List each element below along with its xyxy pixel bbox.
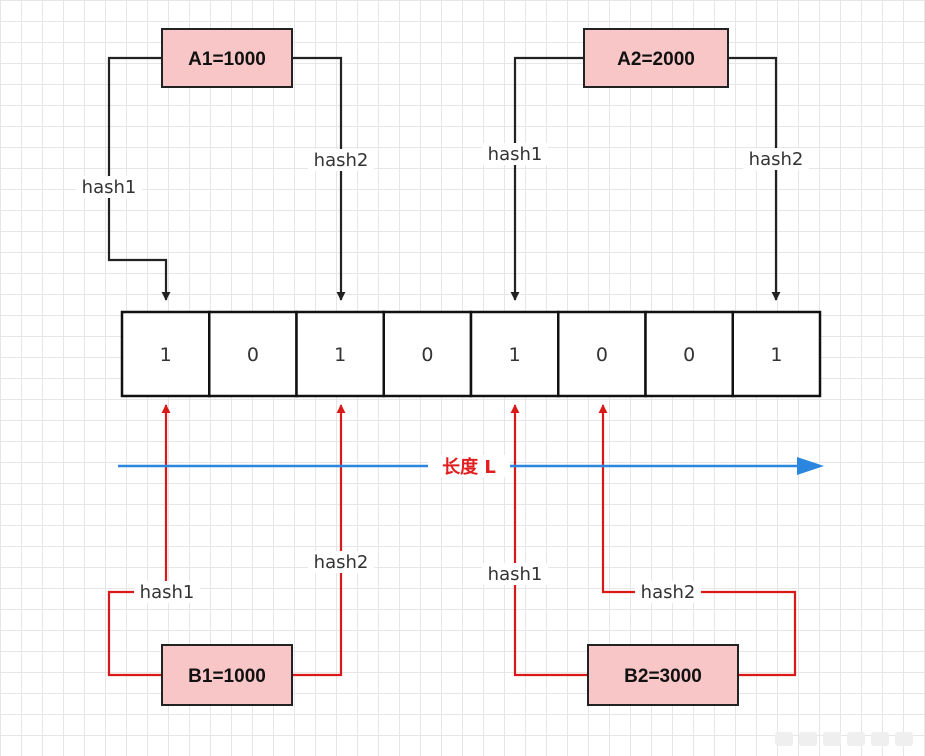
- bit-value: 0: [247, 344, 259, 366]
- b2-hash1-connector: [510, 404, 588, 677]
- key-a2: A2=2000: [583, 28, 729, 88]
- bit-cell: 0: [208, 310, 298, 398]
- key-a1: A1=1000: [161, 28, 293, 88]
- bit-cell: 1: [295, 310, 385, 398]
- b1-hash1-label: hash1: [140, 582, 195, 603]
- b2-hash2-connector: [598, 404, 797, 677]
- key-b2-label: B2=3000: [624, 666, 702, 687]
- bit-value: 0: [421, 344, 433, 366]
- b2-hash1-label: hash1: [488, 564, 543, 585]
- b1-hash1-connector: [107, 404, 171, 677]
- bit-value: 1: [334, 344, 346, 366]
- b1-hash2-label: hash2: [314, 552, 369, 573]
- length-label-bg: [428, 455, 510, 477]
- bit-cell: 0: [382, 310, 473, 398]
- bit-value: 0: [596, 344, 608, 366]
- key-b1-label: B1=1000: [188, 666, 266, 687]
- a1-hash2-label: hash2: [314, 150, 369, 171]
- a2-hash1-connector: [510, 56, 584, 301]
- bit-cell: 1: [731, 310, 822, 398]
- a2-hash2-connector: [728, 56, 781, 301]
- length-label: 长度 L: [442, 456, 496, 478]
- bit-array: 1 0 1 0 1 0 0 1: [120, 310, 822, 398]
- key-a2-label: A2=2000: [617, 49, 695, 70]
- bit-cell: 1: [469, 310, 560, 398]
- bit-value: 1: [509, 344, 521, 366]
- key-b1: B1=1000: [161, 644, 293, 706]
- b2-hash2-label: hash2: [641, 582, 696, 603]
- key-b2: B2=3000: [587, 644, 739, 706]
- a1-hash2-connector: [292, 56, 346, 301]
- a2-hash1-label: hash1: [488, 144, 543, 165]
- bit-value: 1: [770, 344, 782, 366]
- a2-hash2-label: hash2: [749, 149, 804, 170]
- bit-cell: 0: [557, 310, 647, 398]
- watermark: [775, 732, 913, 746]
- bit-cell: 1: [120, 310, 211, 398]
- bit-value: 0: [683, 344, 695, 366]
- bit-value: 1: [160, 344, 172, 366]
- b1-hash2-connector: [292, 404, 346, 677]
- a1-hash1-label: hash1: [82, 177, 137, 198]
- key-a1-label: A1=1000: [188, 49, 266, 70]
- a1-hash1-connector: [107, 56, 171, 301]
- bit-cell: 0: [644, 310, 734, 398]
